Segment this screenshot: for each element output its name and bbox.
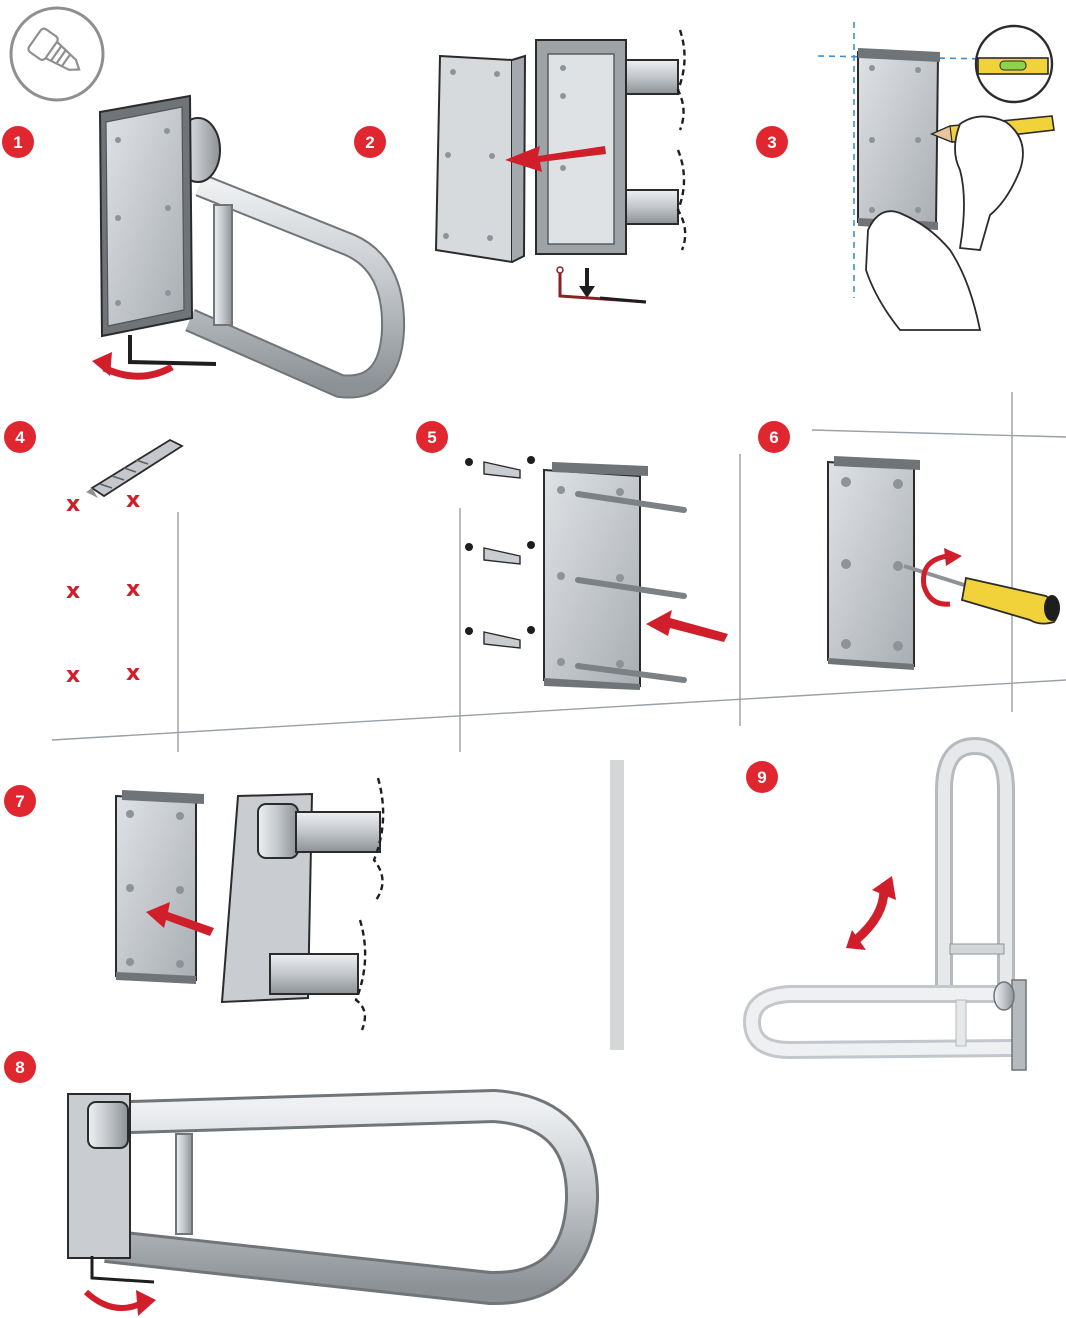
- step-number: 9: [757, 768, 766, 787]
- drill-mark: x: [66, 663, 80, 688]
- drill-mark: x: [66, 492, 80, 517]
- step-number: 3: [767, 133, 776, 152]
- step-number: 7: [15, 792, 24, 811]
- drill-mark: x: [126, 577, 140, 602]
- spirit-level-icon: [974, 24, 1054, 104]
- step-number: 6: [769, 428, 778, 447]
- screwdriver-icon: [903, 564, 1060, 625]
- step-badge-8: 8: [4, 1051, 36, 1083]
- drill-mark: x: [126, 661, 140, 686]
- wall-grid-lines: [51, 392, 1066, 752]
- step-4-illustration: x x x x x x: [66, 438, 184, 688]
- step-badge-4: 4: [4, 421, 36, 453]
- drill-bit-icon: [86, 438, 184, 498]
- screw-icon: [9, 6, 105, 102]
- step-8-illustration: [67, 1089, 600, 1316]
- step-badge-7: 7: [4, 785, 36, 817]
- step-number: 8: [15, 1058, 24, 1077]
- step-7-illustration: [115, 777, 385, 1031]
- drill-mark: x: [126, 488, 140, 513]
- drill-mark: x: [66, 579, 80, 604]
- step-5-illustration: [465, 456, 728, 690]
- panel-divider: [610, 760, 624, 1050]
- step-badge-6: 6: [758, 421, 790, 453]
- step-1-illustration: [92, 94, 406, 399]
- step-number: 1: [13, 133, 22, 152]
- step-number: 2: [365, 133, 374, 152]
- step-number: 4: [15, 428, 25, 447]
- step-badge-1: 1: [2, 126, 34, 158]
- step-badge-3: 3: [756, 126, 788, 158]
- step-number: 5: [427, 428, 436, 447]
- step-badge-2: 2: [354, 126, 386, 158]
- allen-key-icon: [128, 335, 217, 366]
- step-2-illustration: [434, 29, 687, 304]
- step-3-illustration: [817, 22, 1055, 331]
- step-badge-9: 9: [746, 761, 778, 793]
- step-badge-5: 5: [416, 421, 448, 453]
- step-9-illustration: [743, 737, 1027, 1071]
- step-6-illustration: [827, 456, 1060, 670]
